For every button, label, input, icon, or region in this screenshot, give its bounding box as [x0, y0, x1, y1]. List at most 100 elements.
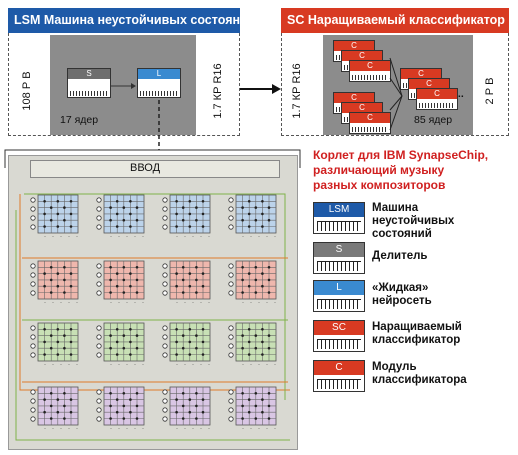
synapse-dot [56, 284, 60, 288]
synapse-dot [109, 392, 112, 395]
core-output-neuron [274, 302, 276, 303]
routing-wire [15, 210, 290, 441]
sc-ellipsis: ... [455, 88, 464, 100]
synapse-dot [195, 291, 198, 294]
synapse-dot [56, 398, 60, 401]
synapse-dot [129, 398, 132, 401]
synapse-dot [63, 346, 66, 350]
synapse-dot [201, 398, 205, 401]
core-output-neuron [176, 364, 178, 365]
neurosynaptic-core [96, 260, 145, 303]
synapse-dot [115, 272, 119, 275]
core-output-neuron [184, 364, 186, 365]
neurosynaptic-core [228, 260, 277, 303]
synapse-dot [241, 218, 244, 222]
core-output-neuron [142, 428, 144, 429]
core-output-neuron [250, 364, 252, 365]
synapse-dot [247, 272, 251, 275]
zoom-bracket [4, 149, 301, 168]
core-input-port [228, 398, 234, 404]
synapse-dot [63, 218, 66, 222]
synapse-dot [109, 206, 112, 209]
core-output-neuron [76, 364, 78, 365]
core-output-neuron [76, 302, 78, 303]
core-output-neuron [250, 428, 252, 429]
legend-badge-lsm: LSM [313, 202, 365, 234]
synapse-dot [109, 218, 112, 222]
core-output-neuron [192, 236, 194, 237]
core-input-port [228, 334, 234, 340]
core-output-neuron [266, 364, 268, 365]
core-input-port [30, 206, 36, 212]
core-output-neuron [192, 428, 194, 429]
core-input-port [30, 407, 36, 413]
core-input-port [30, 224, 36, 230]
sc-chip-c: C [349, 60, 391, 82]
core-input-port [96, 206, 102, 212]
synapse-dot [56, 328, 60, 331]
synapse-dot [43, 340, 46, 344]
sc-link-line [389, 57, 403, 97]
synapse-dot [175, 272, 178, 275]
synapse-dot [129, 353, 132, 356]
core-output-neuron [134, 364, 136, 365]
synapse-dot [247, 225, 251, 228]
core-input-port [30, 290, 36, 296]
core-output-neuron [118, 364, 120, 365]
synapse-dot [254, 266, 258, 269]
synapse-dot [56, 225, 60, 228]
sc-chip-c-label: C [417, 89, 457, 99]
synapse-dot [267, 218, 271, 222]
synapse-dot [175, 410, 178, 414]
synapse-dot [254, 206, 258, 209]
synapse-dot [122, 346, 126, 350]
synapse-dot [267, 346, 271, 350]
core-output-neuron [76, 428, 78, 429]
legend-label-s: Делитель [372, 250, 428, 262]
synapse-dot [115, 353, 119, 356]
synapse-dot [241, 404, 244, 408]
caption-line-1: Корлет для IBM SynapseChip, [313, 148, 489, 162]
synapse-dot [241, 206, 244, 209]
core-output-neuron [68, 428, 70, 429]
synapse-dot [129, 225, 132, 228]
synapse-dot [69, 200, 73, 203]
synapse-dot [267, 278, 271, 282]
synapse-dot [181, 291, 185, 294]
legend-label-c: Модуль классификатора [372, 361, 467, 386]
synapse-dot [135, 206, 139, 209]
sc-link-line [389, 77, 403, 97]
synapse-dot [247, 410, 251, 414]
core-input-port [96, 334, 102, 340]
legend-badge-s-text: S [314, 243, 364, 257]
synapse-dot [267, 334, 271, 337]
synapse-dot [109, 346, 112, 350]
legend-label-sc: Наращиваемый классификатор [372, 321, 462, 346]
core-output-neuron [258, 236, 260, 237]
chip-l-label: L [138, 69, 180, 79]
core-input-port [96, 224, 102, 230]
core-input-port [162, 224, 168, 230]
sc-converging-lines [389, 57, 403, 131]
synapse-dot [201, 225, 205, 228]
synapse-dot [181, 278, 185, 282]
synapse-dot [115, 328, 119, 331]
legend-badge-sc: SC [313, 320, 365, 352]
neurosynaptic-core [162, 260, 211, 303]
synapse-dot [63, 417, 66, 420]
synapse-dot [56, 353, 60, 356]
synapse-dot [247, 340, 251, 344]
synapse-dot [247, 353, 251, 356]
core-input-port [96, 352, 102, 358]
synapse-dot [115, 340, 119, 344]
core-output-neuron [274, 236, 276, 237]
synapse-dot [43, 212, 46, 216]
synapse-dot [129, 410, 132, 414]
core-output-neuron [44, 236, 46, 237]
sc-chip-c-label: C [334, 41, 374, 51]
core-input-port [228, 343, 234, 349]
synapse-dot [109, 266, 112, 269]
core-input-port [96, 416, 102, 422]
sc-link-line [389, 95, 403, 131]
